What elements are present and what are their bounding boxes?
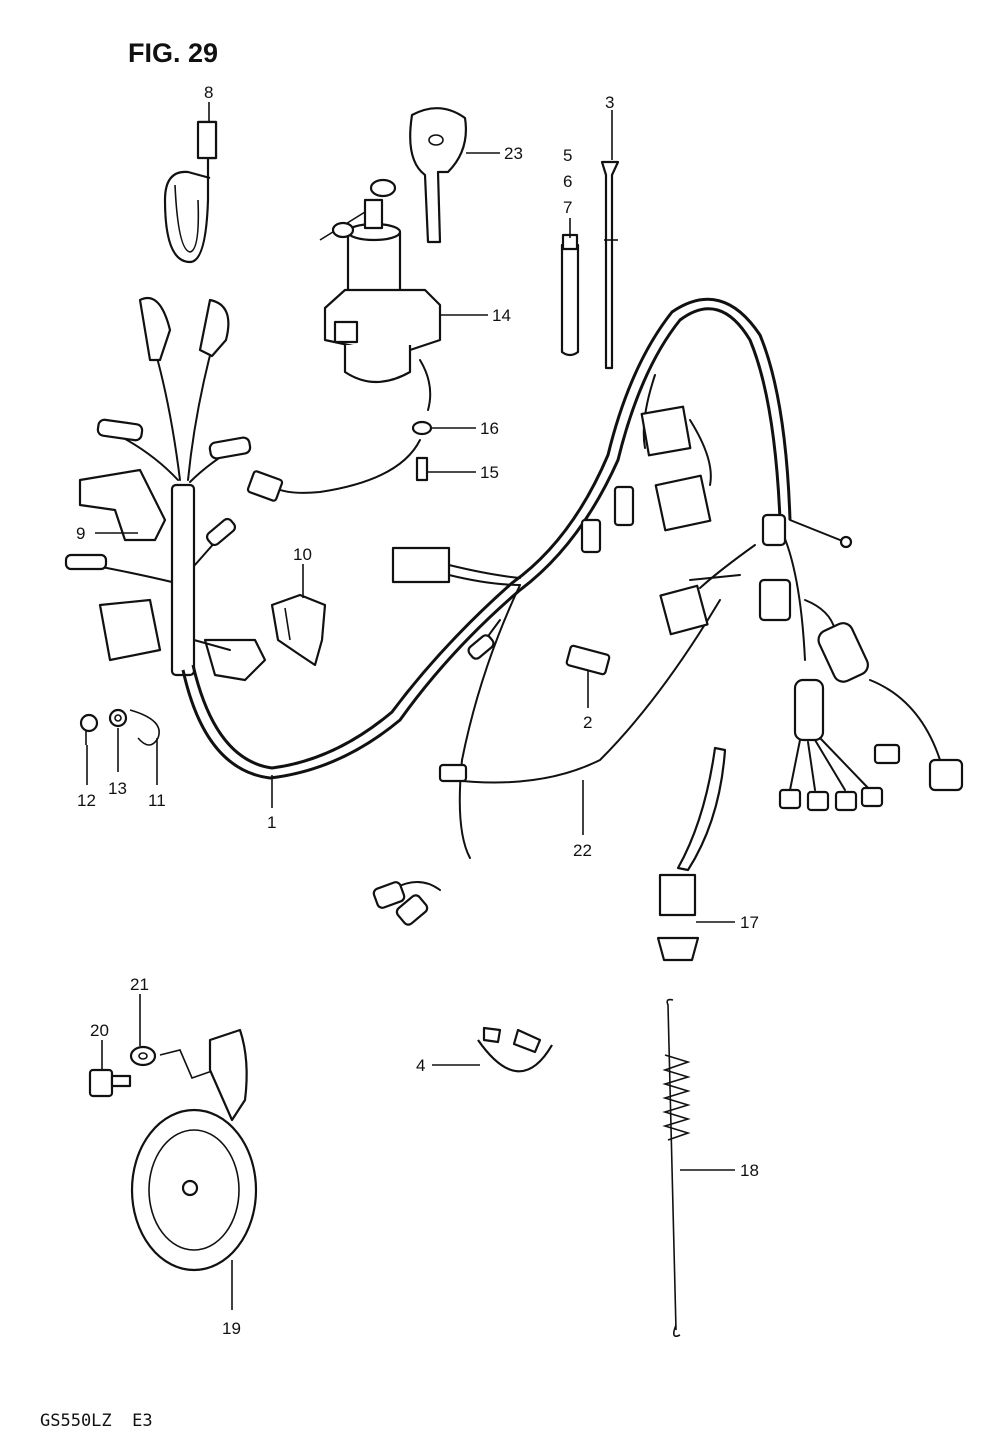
callout-15: 15 — [480, 463, 499, 482]
callout-21: 21 — [130, 975, 149, 994]
part-10-clamp — [270, 593, 327, 667]
figure-title: FIG. 29 — [128, 38, 218, 68]
callout-20: 20 — [90, 1021, 109, 1040]
callout-13: 13 — [108, 779, 127, 798]
part-5-6-7-clip — [560, 233, 580, 357]
callout-9: 9 — [76, 524, 85, 543]
part-19-horn — [130, 1028, 258, 1272]
callout-3: 3 — [605, 93, 614, 112]
part-23-key — [409, 107, 467, 244]
part-1-main-harness-right-branch — [659, 513, 964, 812]
part-15-screw — [415, 456, 429, 482]
part-2-block — [565, 644, 611, 676]
part-21-washer — [129, 1045, 157, 1067]
part-3-strap — [600, 160, 620, 370]
callout-22: 22 — [573, 841, 592, 860]
part-16-grommet — [411, 420, 433, 436]
callout-23: 23 — [504, 144, 523, 163]
part-4-strap — [477, 1026, 553, 1073]
callout-labels: 8 23 3 5 6 7 14 16 15 9 10 12 13 11 1 2 … — [76, 83, 759, 1338]
part-8-bracket — [163, 120, 218, 264]
model-code: GS550LZ E3 — [40, 1411, 153, 1431]
callout-4: 4 — [416, 1056, 425, 1075]
callout-7: 7 — [563, 198, 572, 217]
callout-10: 10 — [293, 545, 312, 564]
callout-1: 1 — [267, 813, 276, 832]
part-9-handlebar-harness — [64, 297, 267, 682]
callout-14: 14 — [492, 306, 511, 325]
part-18-spring — [662, 998, 691, 1338]
callout-16: 16 — [480, 419, 499, 438]
callout-5: 5 — [563, 146, 572, 165]
part-20-bolt — [88, 1068, 132, 1098]
part-17-switch — [656, 746, 727, 962]
callout-2: 2 — [583, 713, 592, 732]
part-1-main-harness — [181, 297, 792, 926]
callout-8: 8 — [204, 83, 213, 102]
callout-17: 17 — [740, 913, 759, 932]
leader-lines — [86, 102, 735, 1310]
coupler-wire — [246, 439, 421, 502]
part-14-ignition-switch — [319, 178, 442, 411]
callout-12: 12 — [77, 791, 96, 810]
callout-11: 11 — [148, 791, 166, 810]
part-11-12-13-hardware — [79, 708, 160, 746]
callout-19: 19 — [222, 1319, 241, 1338]
callout-18: 18 — [740, 1161, 759, 1180]
callout-6: 6 — [563, 172, 572, 191]
